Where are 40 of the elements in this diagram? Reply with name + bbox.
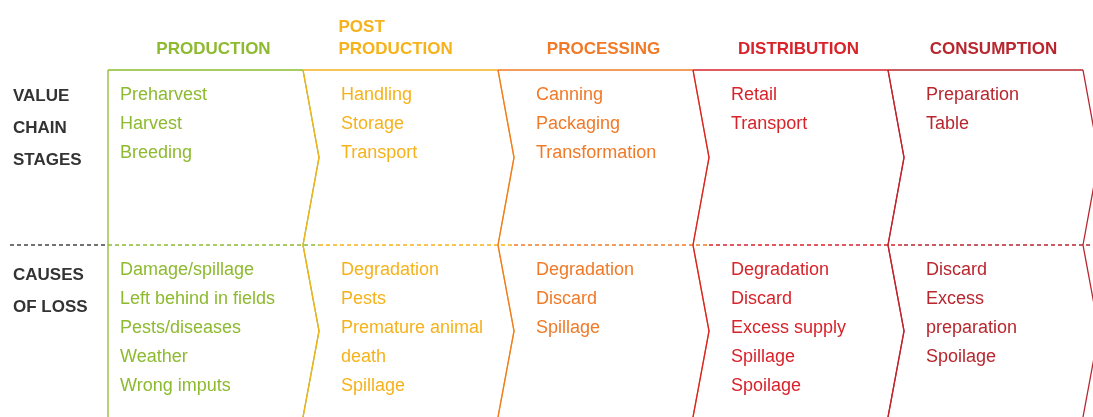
loss-cause: Pests	[341, 287, 388, 310]
row-label: VALUE CHAIN STAGES	[13, 85, 83, 171]
loss-cause: Spillage	[341, 374, 407, 397]
loss-cause: Excess supply	[731, 316, 848, 339]
loss-cause: Spoilage	[926, 345, 998, 368]
stage-heading: PROCESSING	[546, 38, 661, 60]
loss-cause: Wrong imputs	[120, 374, 232, 397]
stage-activity: Canning	[536, 83, 605, 106]
stage-activity: Transport	[341, 141, 419, 164]
loss-cause: Spillage	[731, 345, 797, 368]
stage-activity: Table	[926, 112, 971, 135]
stage-heading: CONSUMPTION	[929, 38, 1058, 60]
stage-heading: POST PRODUCTION	[338, 16, 454, 60]
loss-cause: Discard	[731, 287, 793, 310]
loss-cause: Damage/spillage	[120, 258, 256, 281]
loss-cause: Discard	[536, 287, 598, 310]
stage-activity: Preharvest	[120, 83, 209, 106]
loss-cause: Weather	[120, 345, 189, 368]
loss-cause: Spoilage	[731, 374, 803, 397]
loss-cause: Degradation	[536, 258, 636, 281]
stage-activity: Transport	[731, 112, 809, 135]
stage-heading: PRODUCTION	[156, 38, 271, 60]
stage-heading: DISTRIBUTION	[738, 38, 859, 60]
stage-activity: Harvest	[120, 112, 183, 135]
loss-cause: Degradation	[731, 258, 831, 281]
loss-cause: Discard	[926, 258, 988, 281]
row-label: CAUSES OF LOSS	[13, 264, 89, 318]
loss-cause: Premature animal death	[341, 316, 485, 368]
stage-activity: Storage	[341, 112, 406, 135]
stage-activity: Transformation	[536, 141, 658, 164]
stage-activity: Preparation	[926, 83, 1021, 106]
loss-cause: Excess preparation	[926, 287, 1019, 339]
loss-cause: Pests/diseases	[120, 316, 243, 339]
loss-cause: Left behind in fields	[120, 287, 277, 310]
loss-cause: Degradation	[341, 258, 441, 281]
stage-activity: Retail	[731, 83, 779, 106]
loss-cause: Spillage	[536, 316, 602, 339]
stage-activity: Handling	[341, 83, 414, 106]
stage-activity: Breeding	[120, 141, 194, 164]
stage-activity: Packaging	[536, 112, 622, 135]
